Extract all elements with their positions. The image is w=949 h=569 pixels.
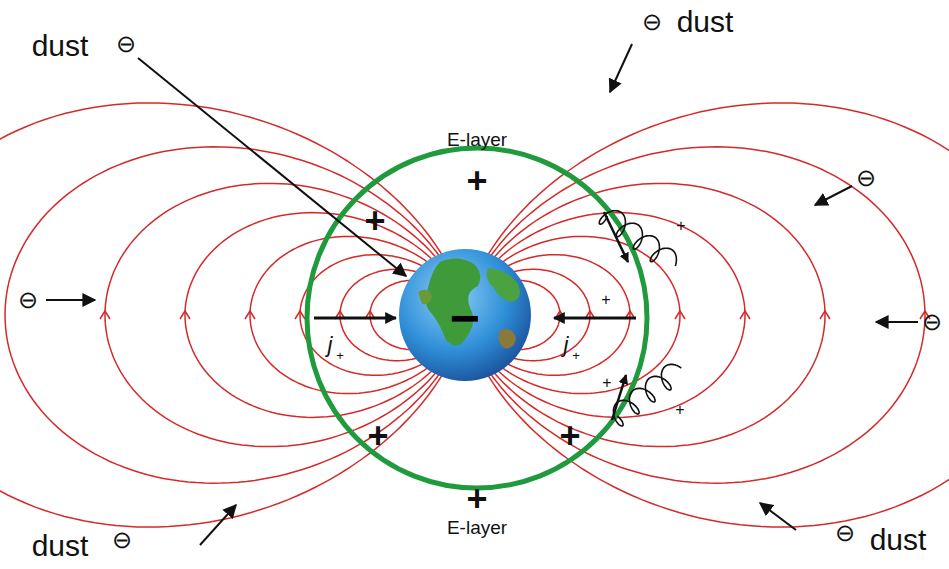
current-label: j <box>564 334 569 356</box>
charge-label: ⊖ <box>922 310 942 334</box>
field-arrow <box>820 311 830 319</box>
field-line <box>493 183 825 446</box>
charge-label: + <box>602 375 611 391</box>
field-line <box>496 213 745 418</box>
field-line <box>0 103 443 527</box>
ion-spiral <box>613 364 681 426</box>
current-label: j <box>328 334 333 356</box>
dust-label: dust <box>677 7 734 37</box>
charge-label: + <box>466 163 487 199</box>
charge-label: − <box>450 292 480 344</box>
field-line <box>491 147 925 483</box>
field-line <box>5 147 439 483</box>
charge-label: ⊖ <box>18 288 38 312</box>
field-arrow <box>740 311 750 319</box>
ion-drift-arrow <box>604 212 628 262</box>
layer-label: E-layer <box>447 130 507 149</box>
ion-spiral <box>599 211 676 266</box>
charge-label: + <box>466 481 487 517</box>
field-arrow <box>295 311 305 319</box>
charge-label: ⊖ <box>112 528 132 552</box>
charge-label: ⊖ <box>835 521 855 545</box>
field-arrow <box>100 311 110 319</box>
field-lines <box>0 103 949 527</box>
field-arrow <box>245 311 255 319</box>
charge-label: + <box>675 402 684 418</box>
charge-label: + <box>601 292 610 308</box>
ion-drift-arrow <box>612 375 626 420</box>
charge-label: ⊖ <box>116 32 136 56</box>
ion-spirals <box>599 211 681 426</box>
layer-label: E-layer <box>447 518 507 537</box>
dust-label: dust <box>32 31 89 61</box>
charge-label: + <box>336 349 344 362</box>
dust-arrows <box>46 44 918 545</box>
charge-label: ⊖ <box>642 10 662 34</box>
charge-label: + <box>676 218 685 234</box>
charge-label: + <box>367 418 388 454</box>
e-layer-ring <box>307 148 647 488</box>
earth <box>399 249 531 381</box>
field-line <box>105 183 437 446</box>
charge-label: ⊖ <box>856 166 876 190</box>
charge-label: + <box>364 203 385 239</box>
field-arrow <box>675 311 685 319</box>
dust-label: dust <box>32 531 89 561</box>
field-arrow <box>180 311 190 319</box>
charge-label: + <box>572 349 580 362</box>
charge-label: + <box>559 418 580 454</box>
dust-label: dust <box>870 525 927 555</box>
